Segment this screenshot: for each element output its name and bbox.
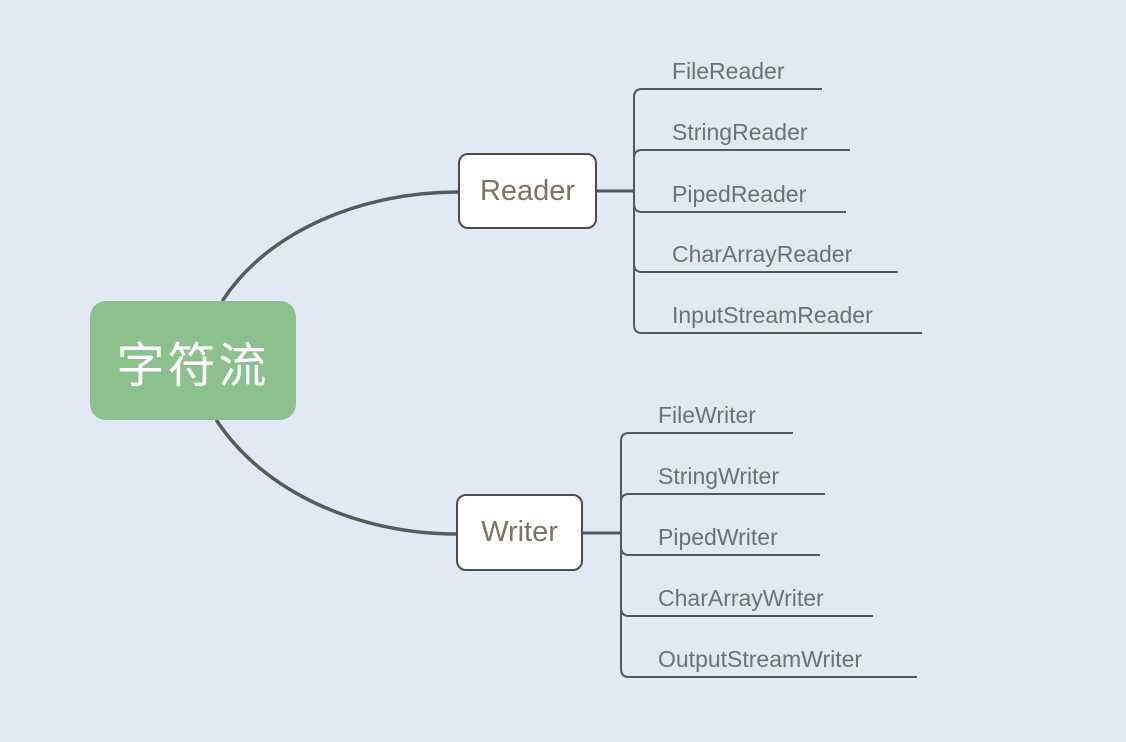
root-node-character-stream[interactable]: 字符流: [90, 301, 296, 420]
connector-reader-stringreader: [633, 149, 850, 191]
leaf-node-stringwriter[interactable]: StringWriter: [658, 463, 779, 489]
connector-reader-filereader: [633, 88, 822, 191]
leaf-node-stringreader[interactable]: StringReader: [672, 119, 808, 145]
leaf-node-filewriter[interactable]: FileWriter: [658, 402, 756, 428]
leaf-node-outputstreamwriter[interactable]: OutputStreamWriter: [658, 646, 863, 672]
branch-writer-label: Writer: [481, 516, 558, 548]
leaf-node-pipedwriter[interactable]: PipedWriter: [658, 524, 778, 550]
branch-node-writer[interactable]: Writer: [456, 494, 583, 571]
root-node-label: 字符流: [116, 339, 270, 393]
leaf-node-chararraywriter[interactable]: CharArrayWriter: [658, 585, 824, 611]
leaf-node-chararrayreader[interactable]: CharArrayReader: [672, 241, 853, 267]
leaf-node-pipedreader[interactable]: PipedReader: [672, 181, 807, 207]
connector-reader-inputstreamreader: [633, 191, 922, 334]
connector-writer-outputstreamwriter: [620, 533, 917, 678]
connector-writer-filewriter: [620, 432, 793, 533]
leaf-node-inputstreamreader[interactable]: InputStreamReader: [672, 302, 873, 328]
connector-root-reader: [221, 190, 460, 302]
connector-root-writer: [215, 419, 458, 536]
branch-reader-label: Reader: [479, 174, 576, 207]
connector-writer-stringwriter: [620, 493, 825, 533]
leaf-node-filereader[interactable]: FileReader: [672, 58, 785, 84]
branch-node-reader[interactable]: Reader: [458, 153, 597, 229]
